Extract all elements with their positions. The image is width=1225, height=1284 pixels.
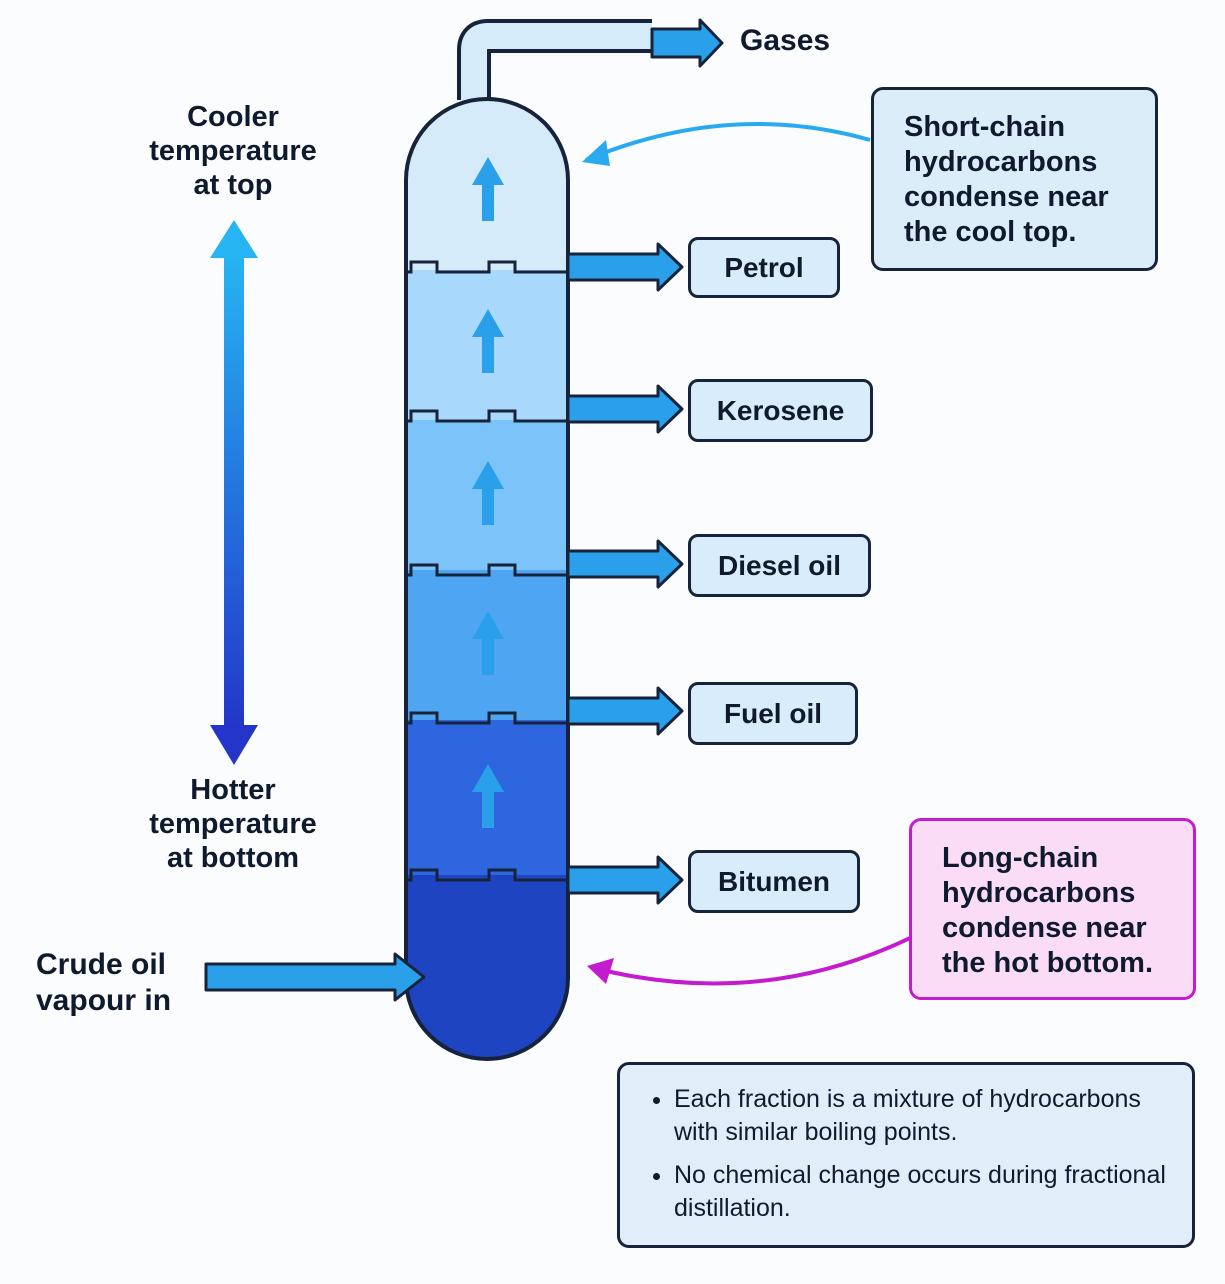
up-arrow-1	[472, 157, 504, 221]
fuel-oil-outlet-arrow	[566, 686, 684, 736]
long-chain-pointer-head	[587, 958, 614, 984]
crude-oil-label: Crude oil vapour in	[36, 948, 172, 1017]
product-petrol: Petrol	[688, 237, 840, 298]
notes-list: Each fraction is a mixture of hydrocarbo…	[646, 1083, 1172, 1225]
up-arrow-2	[472, 309, 504, 373]
up-arrow-5	[472, 764, 504, 828]
gases-outlet-arrow	[650, 18, 724, 68]
gases-label: Gases	[740, 24, 831, 57]
crude-inlet-arrow	[204, 952, 426, 1002]
vapour-flow-arrows	[472, 157, 504, 828]
column-sections	[406, 99, 568, 1059]
tray-1	[406, 260, 568, 274]
short-chain-pointer	[585, 122, 871, 162]
gas-outlet-pipe	[457, 19, 652, 100]
fractionating-column	[404, 97, 570, 1061]
short-chain-pointer-head	[582, 140, 610, 166]
note-item: No chemical change occurs during fractio…	[674, 1159, 1172, 1225]
long-chain-callout: Long-chain hydrocarbons condense near th…	[909, 818, 1196, 1000]
tray-3	[406, 563, 568, 577]
trays	[406, 260, 568, 882]
notes-box: Each fraction is a mixture of hydrocarbo…	[617, 1062, 1195, 1248]
bitumen-outlet-arrow	[566, 855, 684, 905]
tray-4	[406, 711, 568, 725]
diesel-outlet-arrow	[566, 539, 684, 589]
cooler-top-label: Cooler temperature at top	[149, 101, 317, 201]
kerosene-outlet-arrow	[566, 384, 684, 434]
product-kerosene: Kerosene	[688, 379, 873, 442]
column-section-6	[406, 875, 568, 1059]
petrol-outlet-arrow	[566, 242, 684, 292]
product-bitumen: Bitumen	[688, 850, 860, 913]
outlet-arrows	[204, 18, 724, 1002]
tray-2	[406, 409, 568, 423]
hotter-bottom-label: Hotter temperature at bottom	[149, 774, 317, 874]
temperature-gradient-arrow	[210, 220, 258, 765]
up-arrow-3	[472, 461, 504, 525]
note-item: Each fraction is a mixture of hydrocarbo…	[674, 1083, 1172, 1149]
long-chain-pointer	[593, 936, 911, 986]
product-fuel-oil: Fuel oil	[688, 682, 858, 745]
product-diesel-oil: Diesel oil	[688, 534, 871, 597]
up-arrow-4	[472, 611, 504, 675]
short-chain-callout: Short-chain hydrocarbons condense near t…	[871, 87, 1158, 271]
tray-5	[406, 868, 568, 882]
